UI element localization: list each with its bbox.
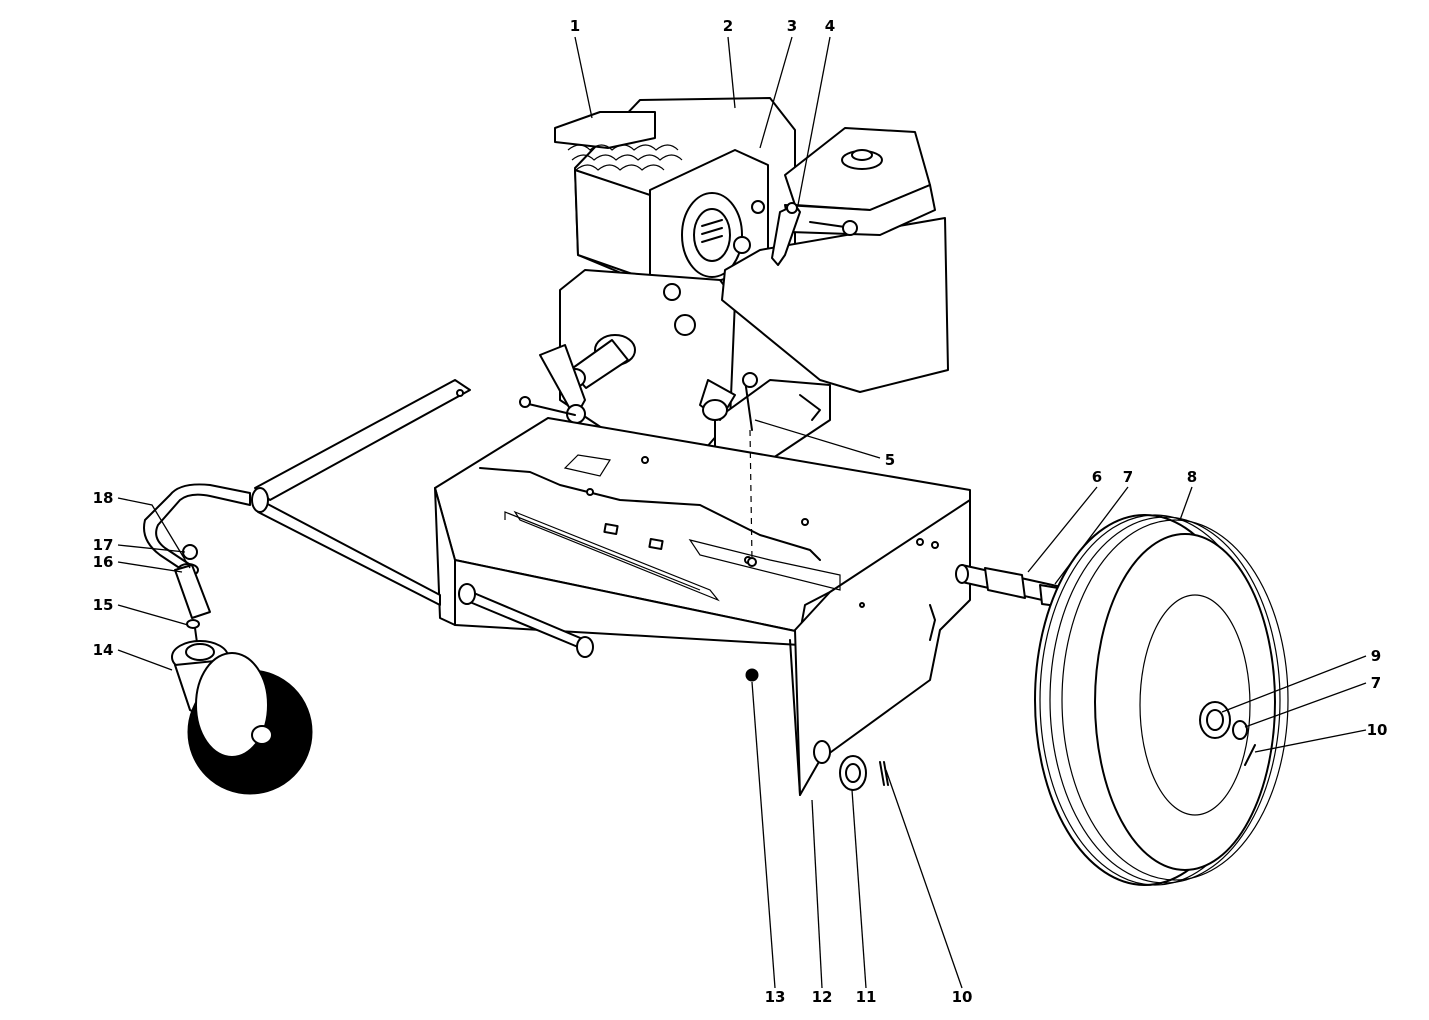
handle-tube — [143, 379, 471, 606]
callout-1: 1 — [570, 17, 580, 35]
callout-11: 11 — [856, 988, 877, 1006]
bracket-part-1 — [554, 111, 656, 149]
callout-10-wheel: 10 — [1367, 721, 1388, 739]
callout-17: 17 — [93, 536, 114, 554]
callout-13: 13 — [765, 988, 786, 1006]
washer-and-pin — [745, 668, 889, 791]
callout-7-axle: 7 — [1123, 468, 1133, 486]
callout-14: 14 — [93, 641, 114, 659]
caster-assembly — [171, 544, 313, 795]
callout-9: 9 — [1371, 647, 1381, 665]
callout-10-frame: 10 — [952, 988, 973, 1006]
callout-2: 2 — [723, 17, 733, 35]
callout-5: 5 — [885, 451, 895, 469]
leader-lines — [117, 36, 1367, 989]
callout-15: 15 — [93, 596, 114, 614]
callout-18: 18 — [93, 489, 114, 507]
callout-16: 16 — [93, 553, 114, 571]
callout-numbers: 1 2 3 4 5 6 7 8 9 7 10 18 17 16 15 14 13… — [93, 17, 1388, 1006]
callout-8: 8 — [1187, 468, 1197, 486]
callout-6: 6 — [1092, 468, 1102, 486]
engine — [519, 97, 949, 464]
callout-4: 4 — [825, 17, 835, 35]
callout-7-wheel: 7 — [1371, 674, 1381, 692]
callout-3: 3 — [787, 17, 797, 35]
wheel — [1034, 514, 1289, 886]
callout-12: 12 — [812, 988, 833, 1006]
frame — [434, 417, 971, 796]
